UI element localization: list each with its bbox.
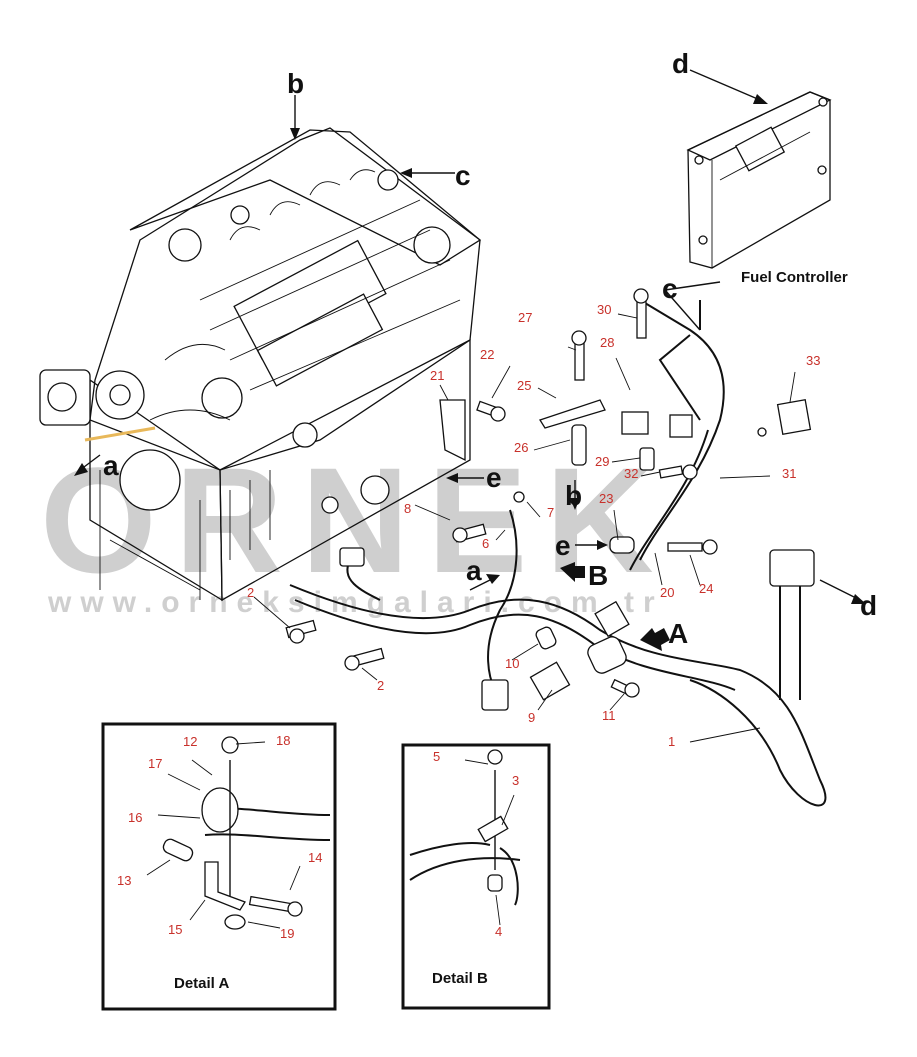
view-letter-c-harness: c	[662, 273, 678, 304]
view-letter-d: d	[672, 48, 689, 79]
callout-2-lower: 2	[377, 678, 384, 693]
view-letter-A: A	[668, 618, 688, 649]
callout-27: 27	[518, 310, 532, 325]
callout-15: 15	[168, 922, 182, 937]
view-letter-B: B	[588, 560, 608, 591]
callout-21: 21	[430, 368, 444, 383]
leader-lines	[253, 313, 796, 743]
callout-3: 3	[512, 773, 519, 788]
callout-26: 26	[514, 440, 528, 455]
callout-30: 30	[597, 302, 611, 317]
callout-33: 33	[806, 353, 820, 368]
callout-32: 32	[624, 466, 638, 481]
fastener-parts	[285, 288, 812, 698]
callout-numbers: 1 2 2 3 4 5 6 7 8 9 10 11 12 13 14 15 16…	[117, 302, 820, 941]
view-letter-b: b	[287, 68, 304, 99]
callout-24: 24	[699, 581, 713, 596]
detail-b-caption: Detail B	[432, 970, 488, 987]
view-arrows	[74, 69, 866, 651]
callout-31: 31	[782, 466, 796, 481]
view-a-arrow	[640, 628, 670, 651]
watermark-url: www.orneksimgalari.com.tr	[47, 586, 664, 619]
callout-1: 1	[668, 734, 675, 749]
view-letter-e-harness: e	[555, 530, 571, 561]
fuel-controller	[686, 91, 832, 269]
callout-7: 7	[547, 505, 554, 520]
callout-9: 9	[528, 710, 535, 725]
callout-23: 23	[599, 491, 613, 506]
callout-6: 6	[482, 536, 489, 551]
callout-28: 28	[600, 335, 614, 350]
view-b-arrow	[560, 562, 585, 582]
detail-b-box	[401, 743, 551, 1010]
callout-4: 4	[495, 924, 502, 939]
callout-22: 22	[480, 347, 494, 362]
callout-20: 20	[660, 585, 674, 600]
callout-11: 11	[602, 708, 616, 723]
engine-block	[39, 127, 482, 602]
view-letter-c: c	[455, 160, 471, 191]
view-letter-a-harness: a	[466, 555, 482, 586]
callout-10: 10	[505, 656, 519, 671]
callout-16: 16	[128, 810, 142, 825]
view-letter-d-harness: d	[860, 590, 877, 621]
callout-8: 8	[404, 501, 411, 516]
callout-14: 14	[308, 850, 322, 865]
callout-17: 17	[148, 756, 162, 771]
detail-a-caption: Detail A	[174, 975, 229, 992]
watermark: ORNEK www.orneksimgalari.com.tr	[40, 436, 664, 619]
callout-18: 18	[276, 733, 290, 748]
view-letter-e: e	[486, 462, 502, 493]
callout-29: 29	[595, 454, 609, 469]
callout-5: 5	[433, 749, 440, 764]
view-letter-b-harness: b	[565, 480, 582, 511]
callout-2-upper: 2	[247, 585, 254, 600]
callout-19: 19	[280, 926, 294, 941]
wire-harness	[289, 299, 827, 807]
callout-13: 13	[117, 873, 131, 888]
detail-a-box	[101, 722, 337, 1011]
fuel-controller-caption: Fuel Controller	[741, 269, 848, 286]
view-letter-a: a	[103, 450, 119, 481]
callout-12: 12	[183, 734, 197, 749]
callout-25: 25	[517, 378, 531, 393]
